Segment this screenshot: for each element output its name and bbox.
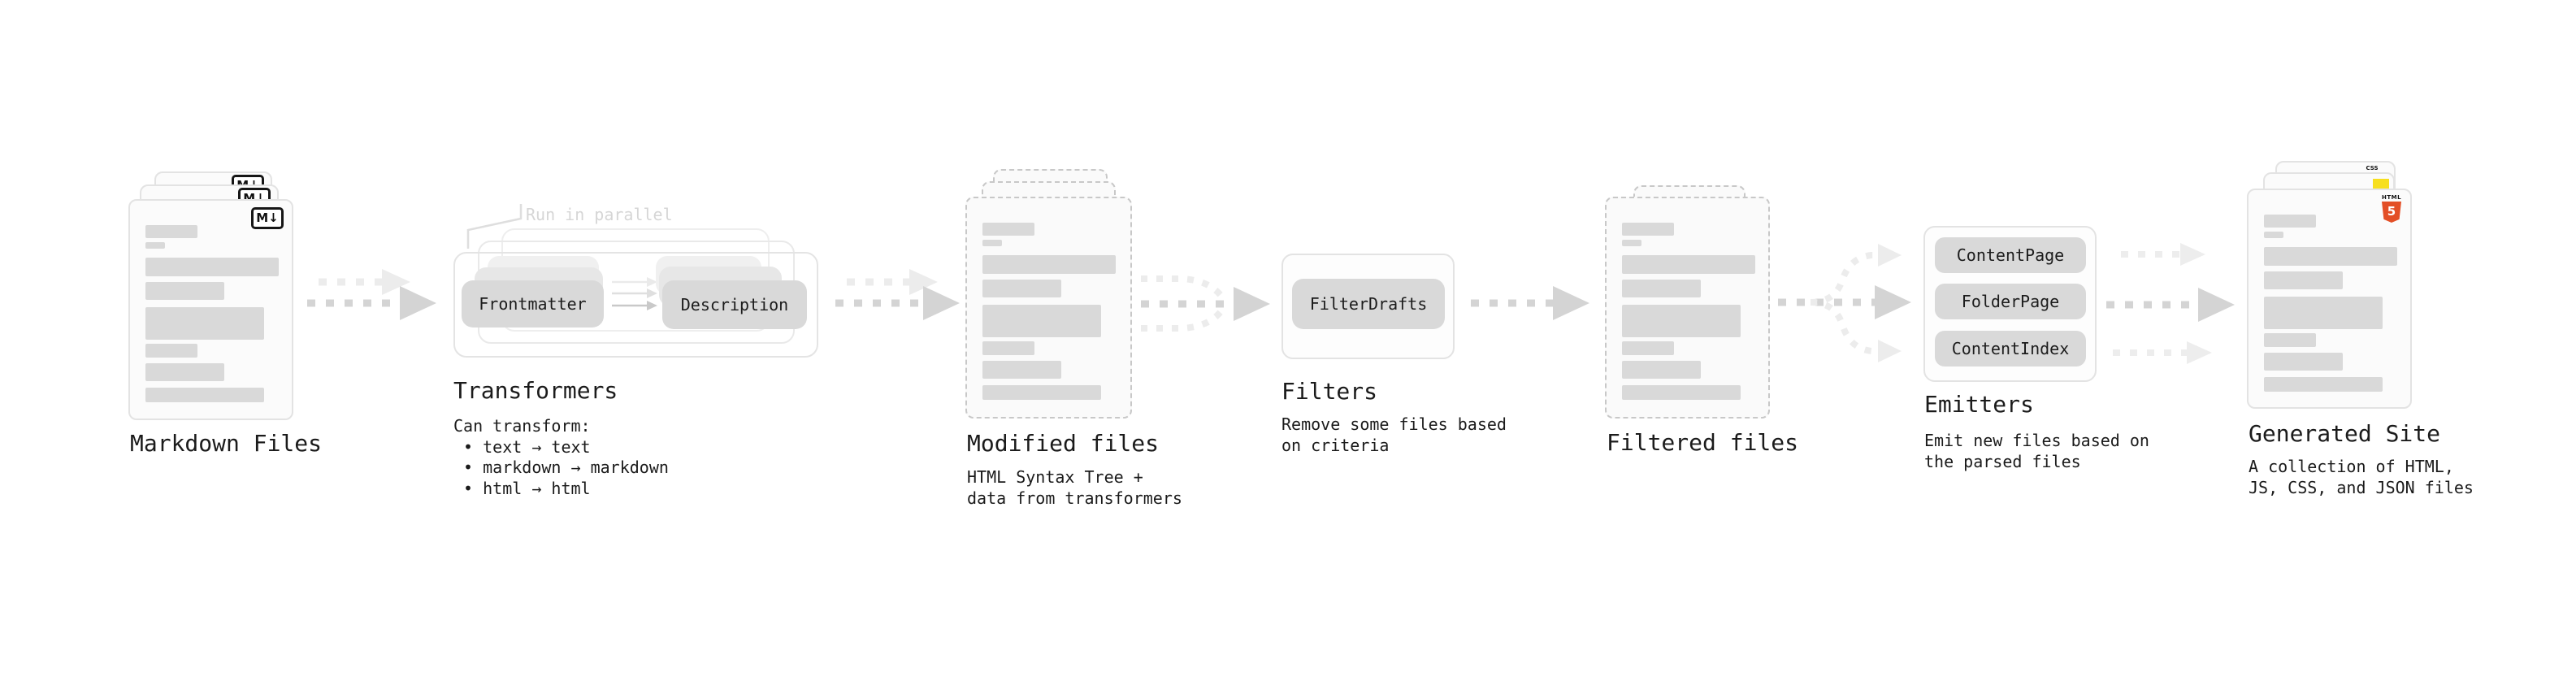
arrow-emitters-to-generated — [2106, 243, 2235, 364]
stage-title-filters: Filters — [1281, 378, 1378, 405]
doc-content-placeholder — [967, 198, 1130, 417]
transformer-layer-front — [453, 252, 818, 358]
doc-bar — [1622, 385, 1741, 400]
doc-bar — [2264, 215, 2316, 228]
doc-bar — [982, 240, 1002, 246]
modified-file-card — [965, 197, 1132, 419]
stage-title-emitters: Emitters — [1924, 391, 2034, 418]
markdown-file-card: M↓ — [128, 199, 293, 420]
arrow-transformers-to-modified — [835, 269, 960, 320]
doc-bar — [145, 225, 197, 238]
doc-bar — [145, 307, 264, 340]
doc-bar — [1622, 305, 1741, 337]
javascript-icon — [2373, 179, 2389, 189]
chip-filterdrafts: FilterDrafts — [1292, 279, 1445, 329]
stage-title-markdown-files: Markdown Files — [130, 430, 323, 457]
doc-bar — [145, 388, 264, 402]
chip-contentindex: ContentIndex — [1935, 331, 2086, 367]
doc-bar — [2264, 377, 2383, 392]
doc-bar — [1622, 341, 1674, 355]
html5-icon: HTML 5 — [2381, 194, 2402, 223]
chip-folderpage: FolderPage — [1935, 284, 2086, 319]
stage-desc-modified-files: HTML Syntax Tree + data from transformer… — [967, 467, 1182, 508]
doc-bar — [2264, 333, 2316, 347]
doc-content-placeholder — [130, 201, 292, 419]
doc-content-placeholder — [2249, 190, 2410, 407]
doc-bar — [2264, 271, 2343, 289]
stage-title-generated-site: Generated Site — [2249, 420, 2441, 447]
doc-bar — [982, 305, 1101, 337]
doc-bar — [1622, 240, 1641, 246]
doc-bar — [1622, 255, 1755, 274]
chip-description: Description — [662, 280, 807, 329]
arrow-filtered-to-emitters — [1778, 244, 1911, 362]
doc-bar — [145, 242, 165, 249]
stage-title-transformers: Transformers — [453, 377, 618, 404]
doc-bar — [2264, 232, 2283, 238]
doc-bar — [1622, 223, 1674, 236]
stage-desc-emitters: Emit new files based on the parsed files — [1924, 431, 2149, 471]
doc-bar — [145, 363, 224, 381]
doc-content-placeholder — [1607, 198, 1768, 417]
doc-bar — [982, 223, 1034, 236]
stage-title-modified-files: Modified files — [967, 430, 1160, 457]
stage-desc-filters: Remove some files based on criteria — [1281, 414, 1507, 455]
doc-bar — [982, 361, 1061, 379]
stage-desc-generated-site: A collection of HTML, JS, CSS, and JSON … — [2249, 457, 2474, 497]
doc-bar — [982, 341, 1034, 355]
chip-frontmatter: Frontmatter — [462, 280, 604, 327]
arrow-modified-to-filters — [1141, 275, 1270, 332]
chip-contentpage: ContentPage — [1935, 237, 2086, 273]
doc-bar — [982, 255, 1116, 274]
doc-bar — [145, 344, 197, 358]
doc-bar — [145, 258, 279, 276]
arrow-markdown-to-transformers — [307, 269, 436, 320]
doc-bar — [2264, 353, 2343, 371]
markdown-icon: M↓ — [251, 207, 284, 229]
run-in-parallel-note: Run in parallel — [526, 205, 673, 224]
doc-bar — [982, 385, 1101, 400]
doc-bar — [1622, 280, 1701, 297]
filtered-file-card — [1605, 197, 1770, 419]
doc-bar — [1622, 361, 1701, 379]
doc-bar — [145, 282, 224, 300]
doc-bar — [2264, 297, 2383, 329]
doc-bar — [2264, 247, 2397, 266]
arrow-filters-to-filtered — [1471, 286, 1589, 320]
stage-desc-transformers: Can transform: • text → text • markdown … — [453, 416, 669, 498]
doc-bar — [982, 280, 1061, 297]
generated-file-card: HTML 5 — [2247, 189, 2412, 409]
stage-title-filtered-files: Filtered files — [1607, 429, 1799, 456]
